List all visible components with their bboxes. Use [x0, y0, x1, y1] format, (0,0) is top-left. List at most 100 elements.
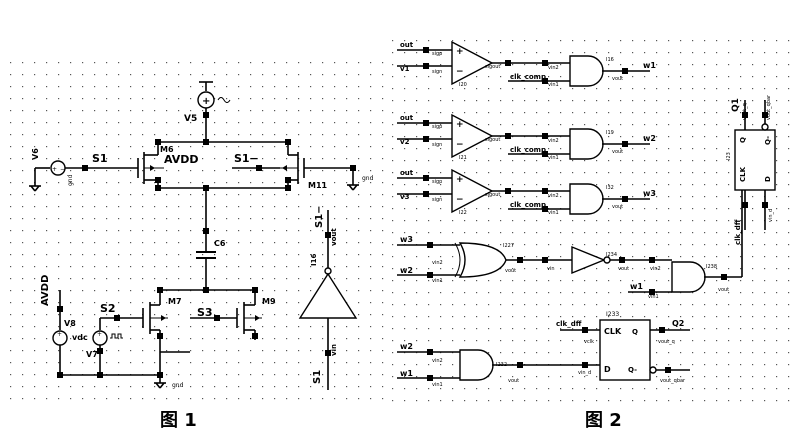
comparator-row-2-and-gate — [569, 128, 604, 160]
label-vin: vin — [330, 344, 338, 356]
dff1-qbar-bubble — [761, 123, 769, 131]
dff-i23 — [734, 129, 776, 191]
inverter-vin-label: vin — [547, 266, 555, 272]
comparator-row-3-comparator — [451, 168, 494, 214]
comparator-row-1-and-in1-dot — [542, 78, 548, 84]
v5-source: + V5 — [184, 81, 231, 142]
and4-in1-dot — [649, 289, 655, 295]
dff1-vout-qbar-label: vout_qbar — [766, 94, 772, 120]
comparator-row-1-sign-label: sign — [432, 69, 442, 75]
and5-in1-dot — [427, 375, 433, 381]
comparator-row-3-and-vout-label: vout — [612, 204, 623, 210]
comparator-row-2-comparator — [451, 113, 494, 159]
dff1-q-dot — [742, 112, 748, 118]
svg-text:+: + — [57, 331, 62, 338]
comparator-row-1-and-inst: I16 — [606, 57, 614, 63]
label-avdd: AVDD — [164, 153, 199, 166]
dff-i233 — [599, 319, 651, 381]
figure-1: + V5 + − V6 gnd S1 — [29, 81, 374, 431]
and4-vout-label: vout — [718, 287, 729, 293]
comparator-row-3-and-in2-dot — [542, 188, 548, 194]
xor-vin2-label: vin2 — [432, 260, 443, 266]
transistor-m9: M9 S3 — [197, 287, 276, 340]
dff2-vin-d-label: vin_d — [578, 370, 591, 376]
comparator-row-2-and-in1-dot — [542, 151, 548, 157]
comparator-row-1-out-label: w1 — [643, 61, 656, 70]
comparator-row-3-in-minus-label: v3 — [400, 193, 410, 201]
comparator-row-3-and-in2-label: vin2 — [548, 193, 559, 199]
comparator-row-1-clk-label: clk_comp — [510, 73, 546, 81]
comparator-row-2-and-inst: I19 — [606, 130, 614, 136]
dff1-q-out-label: Q1 — [731, 98, 741, 112]
comparator-row-1-sigp-label: sigp — [432, 51, 442, 57]
inverter-inst: I234 — [606, 252, 617, 258]
dff2-d-label: D — [604, 365, 611, 374]
comparator-row-2-sigout-label: sigout — [485, 137, 500, 143]
comparator-row-2-in-minus-dot — [423, 136, 429, 142]
comparator-row-2-clk-label: clk_comp — [510, 146, 546, 154]
caption-figure-1: 图 1 — [160, 410, 197, 431]
label-s2: S2 — [100, 302, 116, 315]
and4-vin2-label: vin2 — [650, 266, 661, 272]
comparator-row-3-sigout-dot — [505, 188, 511, 194]
capacitor-c6: C6 — [196, 239, 226, 259]
comparator-row-3-and-in1-dot — [542, 206, 548, 212]
comparator-row-3-and-gate — [569, 183, 604, 215]
comparator-row-1-and-out-dot — [622, 68, 628, 74]
inverter-i16: S1− vout I16 vin S1 — [298, 205, 358, 390]
dff1-qbar-dot — [762, 112, 768, 118]
label-gnd-v6: gnd — [67, 174, 74, 186]
dff2-inst: I233 — [606, 311, 619, 318]
label-v8: V8 — [64, 319, 76, 328]
dff1-d-pin-label: D — [764, 176, 772, 182]
label-v5: V5 — [184, 114, 197, 124]
comparator-row-2-and-in2-dot — [542, 133, 548, 139]
dff1-inst: I23 — [726, 152, 732, 160]
xor-in-b-label: w2 — [400, 266, 413, 275]
comparator-row-1-and-gate — [569, 55, 604, 87]
comparator-row-3-plus-sign: + — [456, 175, 464, 185]
label-s3: S3 — [197, 306, 213, 319]
comparator-row-2-sigout-dot — [505, 133, 511, 139]
xor-input-curve — [454, 242, 461, 278]
and5-out-dot — [517, 362, 523, 368]
dff1-clk-label: CLK — [739, 166, 747, 182]
label-i16: I16 — [310, 254, 318, 266]
and4-w1-label: w1 — [630, 282, 643, 291]
inverter-i234 — [571, 245, 606, 275]
svg-text:+: + — [202, 96, 210, 107]
label-vdc: vdc — [72, 333, 88, 342]
comparator-row-1-and-in2-label: vin2 — [548, 65, 559, 71]
xor-vin1-label: vin1 — [432, 278, 443, 284]
comparator-row-3-clk-label: clk_comp — [510, 201, 546, 209]
comparator-row-3-out-label: w3 — [643, 189, 656, 198]
label-vout: vout — [330, 228, 338, 246]
inverter-vout-label: vout — [618, 266, 629, 272]
and4-in2-dot — [649, 257, 655, 263]
comparator-row-2-sigp-label: sigp — [432, 124, 442, 130]
comparator-row-2-and-in2-label: vin2 — [548, 138, 559, 144]
xor-vout-label: vout — [505, 268, 516, 274]
comparator-row-3-sigout-label: sigout — [485, 192, 500, 198]
comparator-row-2-and-out-dot — [622, 141, 628, 147]
comparator-row-2-in-minus-label: v2 — [400, 138, 410, 146]
comparator-row-3-and-out-dot — [622, 196, 628, 202]
and5-w2-label: w2 — [400, 342, 413, 351]
comparator-row-3-and-inst: I32 — [606, 185, 614, 191]
dff2-clk-label: CLK — [604, 327, 622, 336]
comparator-row-2-out-label: w2 — [643, 134, 656, 143]
and4-inst: I238 — [706, 264, 717, 270]
dff2-q2-label: Q2 — [672, 319, 684, 328]
label-m6: M6 — [160, 145, 174, 154]
comparator-row-3-comparator-inst: I22 — [459, 210, 467, 216]
dff1-qbar-pin-label: Q- — [764, 136, 772, 145]
xor-gate — [458, 242, 507, 278]
and5-w1-label: w1 — [400, 369, 413, 378]
and4-vin1-label: vin1 — [648, 294, 659, 300]
comparator-row-2-sign-label: sign — [432, 142, 442, 148]
comparator-row-1-sigout-dot — [505, 60, 511, 66]
comparator-row-3-sign-label: sign — [432, 197, 442, 203]
label-m7: M7 — [168, 297, 182, 306]
and5-vin2-label: vin2 — [432, 358, 443, 364]
